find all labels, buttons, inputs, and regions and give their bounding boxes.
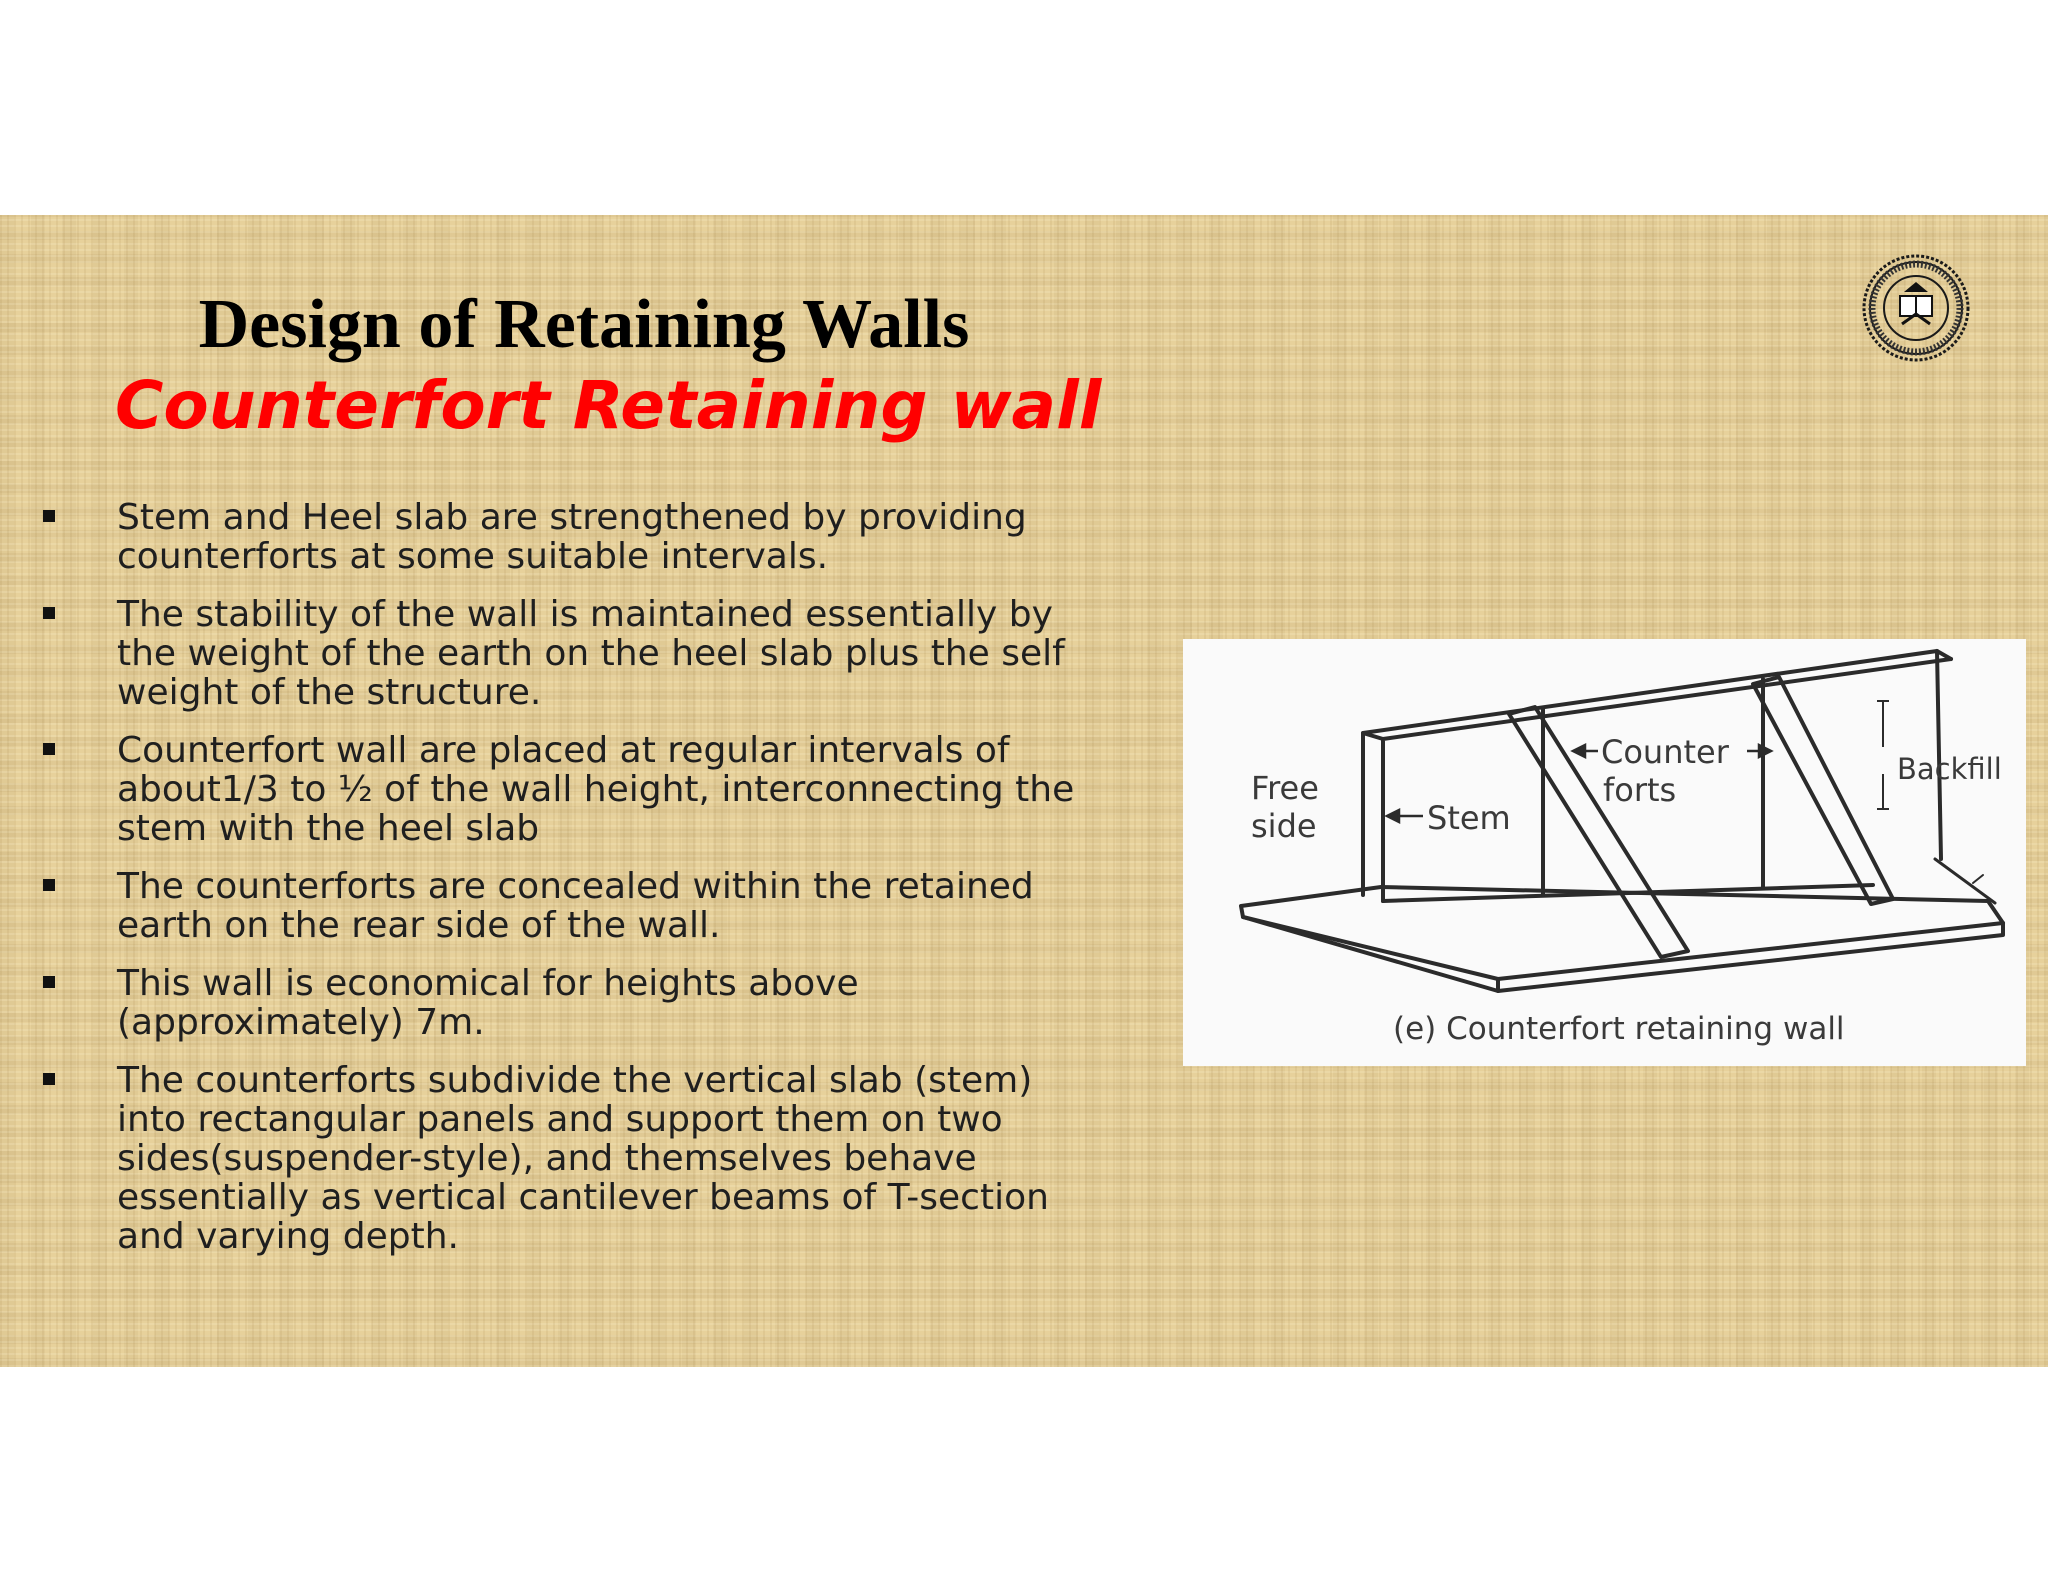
slide: Design of Retaining Walls Counterfort Re…	[0, 215, 2048, 1367]
slide-subtitle: Counterfort Retaining wall	[115, 367, 1102, 444]
bullet-text: Stem and Heel slab are strengthened by p…	[117, 497, 1027, 577]
label-counter-line1: Counter	[1601, 733, 1730, 771]
square-bullet-icon	[43, 1073, 55, 1085]
list-item: The stability of the wall is maintained …	[0, 595, 1090, 712]
counterfort-wall-figure: Free side Stem Counter forts Backfill (e…	[1183, 639, 2026, 1066]
label-stem: Stem	[1427, 799, 1511, 837]
square-bullet-icon	[43, 510, 55, 522]
counterfort-2	[1751, 675, 1895, 906]
square-bullet-icon	[43, 976, 55, 988]
figure-caption: (e) Counterfort retaining wall	[1393, 1011, 1845, 1047]
list-item: The counterforts are concealed within th…	[0, 867, 1090, 945]
list-item: Counterfort wall are placed at regular i…	[0, 731, 1090, 848]
bullet-text: The stability of the wall is maintained …	[117, 594, 1065, 713]
stem-wall	[1361, 649, 1943, 897]
bullet-text: Counterfort wall are placed at regular i…	[117, 730, 1075, 849]
square-bullet-icon	[43, 879, 55, 891]
counterfort-1	[1507, 705, 1690, 959]
label-free-side-line1: Free	[1251, 769, 1319, 807]
list-item: The counterforts subdivide the vertical …	[0, 1061, 1090, 1256]
square-bullet-icon	[43, 607, 55, 619]
bullet-text: This wall is economical for heights abov…	[117, 963, 859, 1043]
label-counter-line2: forts	[1603, 771, 1676, 809]
label-backfill: Backfill	[1897, 752, 2002, 786]
bullet-text: The counterforts subdivide the vertical …	[117, 1060, 1049, 1257]
bullet-text: The counterforts are concealed within th…	[117, 866, 1034, 946]
institute-seal-logo-icon	[1860, 252, 1972, 364]
bullet-list: Stem and Heel slab are strengthened by p…	[0, 498, 1090, 1275]
square-bullet-icon	[43, 743, 55, 755]
label-free-side-line2: side	[1251, 807, 1317, 845]
list-item: Stem and Heel slab are strengthened by p…	[0, 498, 1090, 576]
slide-title: Design of Retaining Walls	[198, 286, 970, 363]
list-item: This wall is economical for heights abov…	[0, 964, 1090, 1042]
